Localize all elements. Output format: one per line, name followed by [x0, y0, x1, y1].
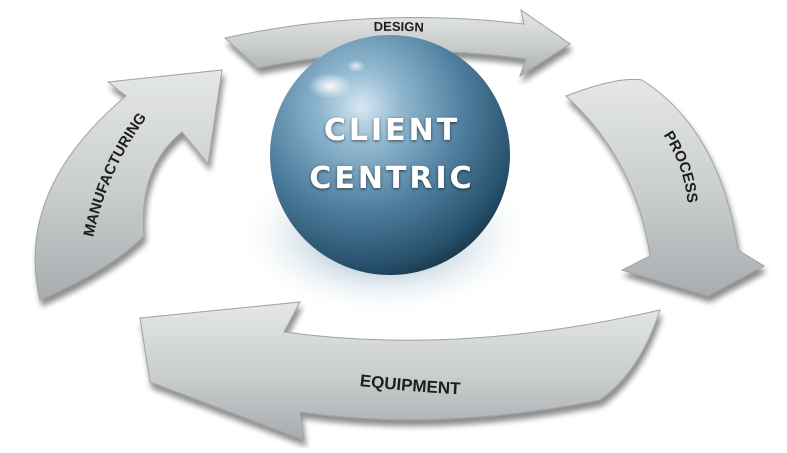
- equipment-arrow[interactable]: [139, 301, 661, 441]
- process-arrow[interactable]: [565, 78, 766, 297]
- sphere-body: [270, 35, 510, 275]
- sphere-highlight-small: [347, 60, 365, 72]
- sphere-title-line2: CENTRIC: [309, 161, 474, 196]
- sphere-highlight: [308, 73, 352, 99]
- client-centric-sphere: CLIENT CENTRIC: [270, 35, 510, 275]
- manufacturing-arrow[interactable]: [34, 69, 223, 301]
- sphere-title-line1: CLIENT: [324, 113, 460, 148]
- design-label: DESIGN: [374, 19, 425, 35]
